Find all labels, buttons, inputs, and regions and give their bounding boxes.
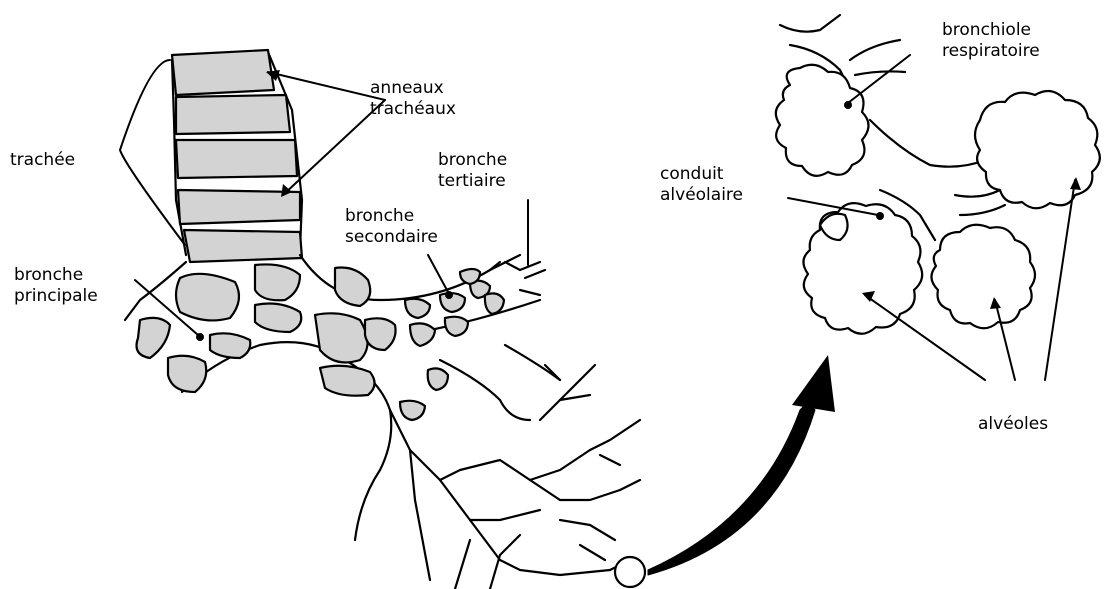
bronchial-branch bbox=[625, 420, 640, 430]
label-tertiary-bronchus: bronche tertiaire bbox=[438, 150, 507, 192]
tertiary-twig bbox=[520, 290, 540, 295]
alveolar-sac bbox=[931, 225, 1035, 328]
bronchial-branch bbox=[560, 490, 620, 500]
bronchial-branch bbox=[455, 540, 470, 589]
terminal-bronchiole-circle bbox=[615, 557, 645, 587]
alveoli-leader bbox=[1045, 180, 1075, 380]
magnification-arrow-head bbox=[792, 355, 835, 412]
cartilage-plate bbox=[137, 318, 171, 358]
bronchial-branch bbox=[580, 365, 595, 380]
label-respiratory-bronchiole-line2: respiratoire bbox=[942, 41, 1040, 62]
cartilage-plate bbox=[445, 317, 468, 336]
cartilage-plate bbox=[400, 401, 425, 420]
bronchial-branch bbox=[620, 480, 640, 490]
respiratory-bronchiole-leader bbox=[848, 55, 910, 103]
cartilage-plates bbox=[137, 264, 505, 420]
label-trachea: trachée bbox=[10, 150, 75, 171]
label-tracheal-rings-line2: trachéaux bbox=[370, 99, 456, 120]
bronchial-branch bbox=[470, 510, 540, 520]
cartilage-plate bbox=[255, 264, 300, 300]
tracheal-ring bbox=[176, 140, 297, 178]
label-alveolar-duct-line2: alvéolaire bbox=[660, 185, 743, 206]
tracheal-ring bbox=[176, 95, 290, 134]
tertiary-twig bbox=[505, 262, 540, 270]
label-secondary-bronchus-line1: bronche bbox=[345, 206, 438, 227]
respiratory-bronchiole-wall bbox=[960, 205, 1005, 215]
label-secondary-bronchus: bronche secondaire bbox=[345, 206, 438, 248]
alveolar-sac bbox=[776, 65, 869, 176]
bronchial-branch bbox=[590, 430, 625, 450]
label-tracheal-rings-line1: anneaux bbox=[370, 78, 456, 99]
label-alveolar-duct-line1: conduit bbox=[660, 164, 743, 185]
cartilage-plate bbox=[210, 333, 250, 358]
bronchial-branch bbox=[530, 450, 590, 480]
cartilage-plate bbox=[460, 269, 480, 284]
right-bronchus-branch bbox=[505, 345, 560, 380]
right-bronchus-branch bbox=[440, 360, 530, 420]
alveolar-duct-dot bbox=[876, 212, 884, 220]
label-main-bronchus-line1: bronche bbox=[14, 265, 98, 286]
bronchial-branch bbox=[390, 410, 500, 560]
cartilage-plate bbox=[315, 313, 368, 362]
bronchial-branch bbox=[440, 460, 560, 500]
secondary-bronchus-dot bbox=[445, 291, 453, 299]
respiratory-bronchiole-wall bbox=[870, 120, 985, 167]
label-main-bronchus-line2: principale bbox=[14, 286, 98, 307]
label-trachea-text: trachée bbox=[10, 150, 75, 171]
bronchial-branch bbox=[410, 450, 430, 580]
tracheal-ring bbox=[172, 50, 274, 95]
label-respiratory-bronchiole-line1: bronchiole bbox=[942, 20, 1040, 41]
trachea bbox=[172, 50, 302, 262]
bronchial-branch bbox=[545, 365, 560, 380]
secondary-bronchus-leader bbox=[428, 255, 448, 292]
cartilage-plate bbox=[485, 293, 504, 314]
cartilage-plate bbox=[176, 274, 239, 321]
cartilage-plate bbox=[255, 304, 301, 332]
respiratory-bronchiole-wall bbox=[780, 15, 840, 32]
label-tracheal-rings: anneaux trachéaux bbox=[370, 78, 456, 120]
magnification-arrow bbox=[648, 355, 835, 575]
bronchial-branch bbox=[580, 545, 605, 560]
label-alveoli: alvéoles bbox=[978, 414, 1048, 435]
cartilage-plate bbox=[168, 356, 206, 392]
alveolar-cluster bbox=[776, 15, 1100, 334]
cartilage-plate bbox=[365, 318, 396, 350]
respiratory-bronchiole-wall bbox=[850, 40, 900, 60]
cartilage-plate bbox=[320, 366, 375, 396]
label-tertiary-bronchus-line2: tertiaire bbox=[438, 171, 507, 192]
label-secondary-bronchus-line2: secondaire bbox=[345, 227, 438, 248]
cartilage-plate bbox=[335, 268, 370, 307]
respiratory-bronchiole-wall bbox=[955, 190, 1000, 197]
tertiary-twig bbox=[525, 270, 545, 278]
cartilage-plate bbox=[428, 368, 448, 390]
cartilage-plate bbox=[410, 323, 435, 346]
main-bronchus-dot bbox=[196, 333, 204, 341]
bronchial-branch bbox=[355, 470, 380, 540]
label-main-bronchus: bronche principale bbox=[14, 265, 98, 307]
label-alveolar-duct: conduit alvéolaire bbox=[660, 164, 743, 206]
cartilage-plate bbox=[405, 299, 430, 318]
alveolar-sac bbox=[975, 91, 1100, 208]
label-tertiary-bronchus-line1: bronche bbox=[438, 150, 507, 171]
magnification-arrow-shaft bbox=[648, 402, 815, 575]
tracheal-rings bbox=[172, 50, 302, 262]
label-alveoli-text: alvéoles bbox=[978, 414, 1048, 435]
tracheal-ring bbox=[184, 230, 302, 262]
bronchial-branch bbox=[600, 455, 620, 465]
label-respiratory-bronchiole: bronchiole respiratoire bbox=[942, 20, 1040, 62]
respiratory-bronchiole-dot bbox=[844, 101, 852, 109]
bronchial-branch bbox=[560, 520, 615, 540]
respiratory-bronchiole-wall bbox=[855, 71, 905, 75]
bronchial-branch bbox=[500, 560, 610, 575]
